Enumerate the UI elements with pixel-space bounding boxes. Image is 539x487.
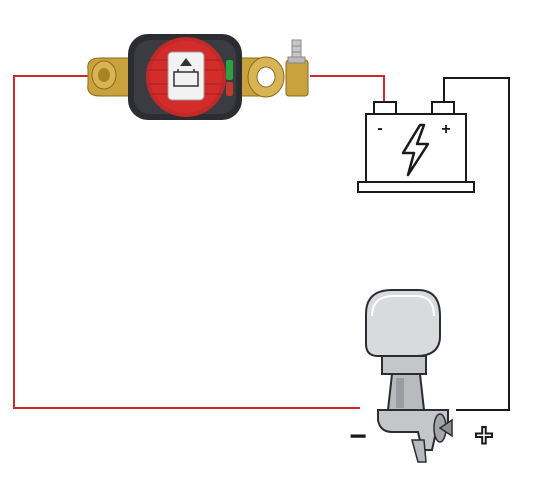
- pointer-arrow-icon: [180, 58, 192, 66]
- battery-negative-post: [373, 101, 397, 115]
- positive-wire: [13, 75, 385, 409]
- lightning-bolt-icon: [401, 123, 430, 177]
- motor-midsection: [381, 355, 427, 375]
- battery-positive-post: [431, 101, 455, 115]
- battery-base: [357, 181, 475, 193]
- battery-body: [365, 113, 467, 183]
- positive-wire-to-motor: [13, 75, 360, 409]
- motor-skeg: [411, 439, 427, 463]
- battery-icon: [173, 69, 199, 87]
- motor-plus-label: +: [474, 416, 495, 454]
- negative-wire-to-motor: [443, 77, 510, 411]
- on-indicator: [226, 60, 233, 80]
- battery-switch: [87, 34, 309, 120]
- right-terminal: [235, 39, 309, 98]
- motor-minus-label: −: [349, 420, 367, 453]
- battery-plus-label: +: [441, 121, 450, 138]
- left-terminal: [87, 57, 133, 97]
- positive-wire-to-battery: [310, 75, 385, 102]
- negative-wire: [443, 77, 510, 411]
- battery-minus-label: -: [377, 120, 382, 137]
- knob-grip: [167, 51, 205, 101]
- propeller-icon: [433, 413, 453, 443]
- motor-cowling: [365, 289, 441, 357]
- motor-plus-text: +: [475, 417, 494, 453]
- motor-shaft: [386, 373, 426, 411]
- outboard-motor: [365, 289, 453, 463]
- battery: - +: [357, 101, 475, 193]
